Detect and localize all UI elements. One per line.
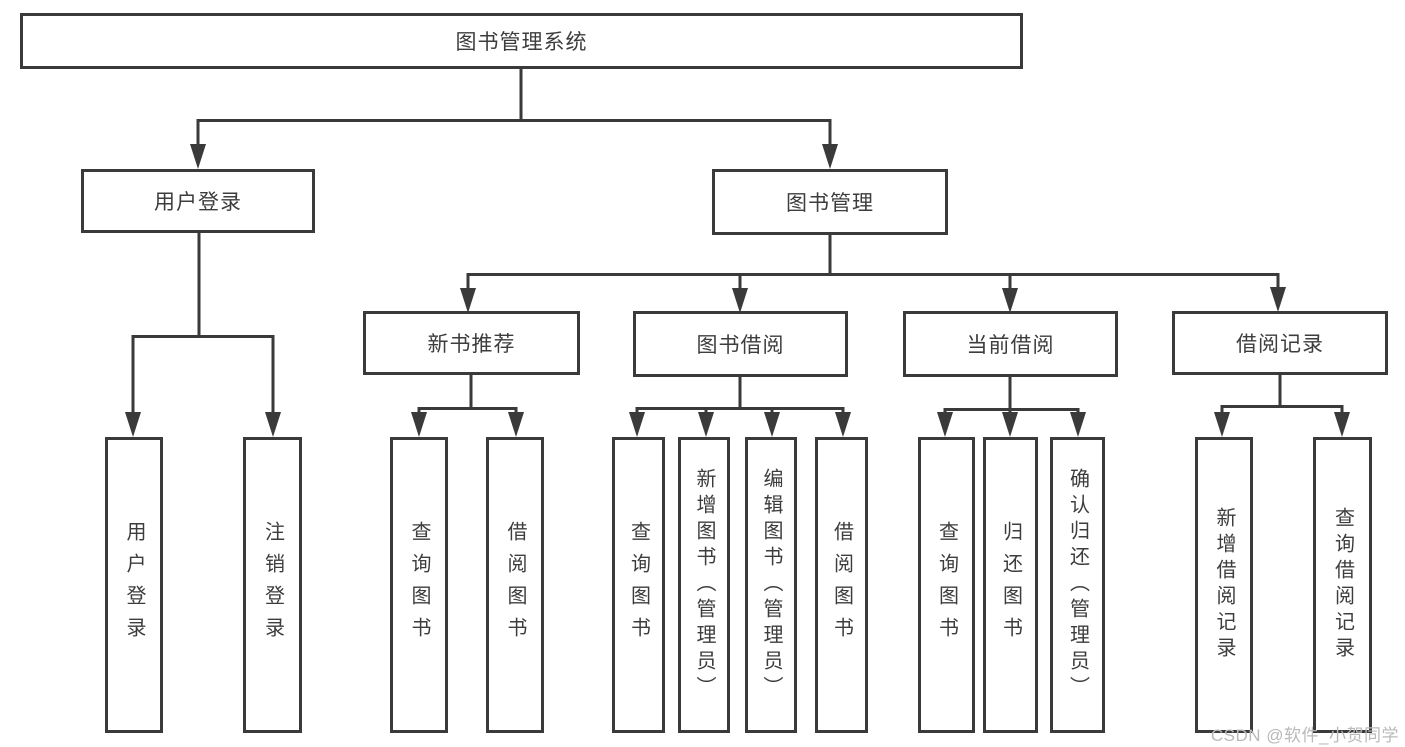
node-user-login: 用户登录: [81, 169, 315, 233]
node-label: 查询图书: [627, 521, 650, 649]
node-label: 编辑图书（管理员）: [760, 468, 782, 702]
leaf-query-book-borrow: 查询图书: [612, 437, 665, 733]
node-label: 当前借阅: [966, 334, 1055, 357]
node-label: 查询借阅记录: [1331, 507, 1354, 663]
node-current-borrow: 当前借阅: [903, 311, 1118, 377]
node-label: 新增图书（管理员）: [693, 468, 715, 702]
node-label: 新增借阅记录: [1213, 507, 1235, 663]
node-book-management: 图书管理: [712, 169, 948, 235]
node-label: 查询图书: [408, 521, 430, 649]
node-label: 借阅图书: [504, 521, 526, 649]
leaf-add-book-admin: 新增图书（管理员）: [678, 437, 730, 733]
leaf-query-borrow-record: 查询借阅记录: [1313, 437, 1372, 733]
node-label: 用户登录: [154, 191, 242, 214]
node-label: 确认归还（管理员）: [1066, 468, 1089, 702]
leaf-borrow-book: 借阅图书: [815, 437, 868, 733]
node-new-book-recommend: 新书推荐: [363, 311, 580, 375]
node-borrow-records: 借阅记录: [1172, 311, 1388, 375]
node-label: 图书管理: [786, 192, 874, 215]
node-book-borrow: 图书借阅: [633, 311, 848, 377]
leaf-user-login: 用户登录: [105, 437, 163, 733]
leaf-add-borrow-record: 新增借阅记录: [1195, 437, 1253, 733]
node-label: 新书推荐: [427, 333, 516, 356]
node-library-management-system: 图书管理系统: [20, 13, 1023, 69]
node-label: 注销登录: [261, 521, 284, 649]
node-label: 归还图书: [999, 521, 1022, 649]
node-label: 用户登录: [123, 521, 145, 649]
leaf-confirm-return-admin: 确认归还（管理员）: [1050, 437, 1105, 733]
leaf-logout: 注销登录: [243, 437, 302, 733]
leaf-query-book-recommend: 查询图书: [390, 437, 448, 733]
leaf-query-book-current: 查询图书: [918, 437, 975, 733]
node-label: 借阅图书: [830, 521, 853, 649]
node-label: 借阅记录: [1236, 333, 1324, 356]
node-label: 图书借阅: [696, 334, 785, 357]
csdn-watermark: CSDN @软件_小贺同学: [1210, 726, 1399, 745]
node-label: 图书管理系统: [455, 31, 588, 54]
leaf-edit-book-admin: 编辑图书（管理员）: [745, 437, 797, 733]
leaf-borrow-book-recommend: 借阅图书: [486, 437, 544, 733]
leaf-return-book: 归还图书: [983, 437, 1038, 733]
node-label: 查询图书: [935, 521, 958, 649]
